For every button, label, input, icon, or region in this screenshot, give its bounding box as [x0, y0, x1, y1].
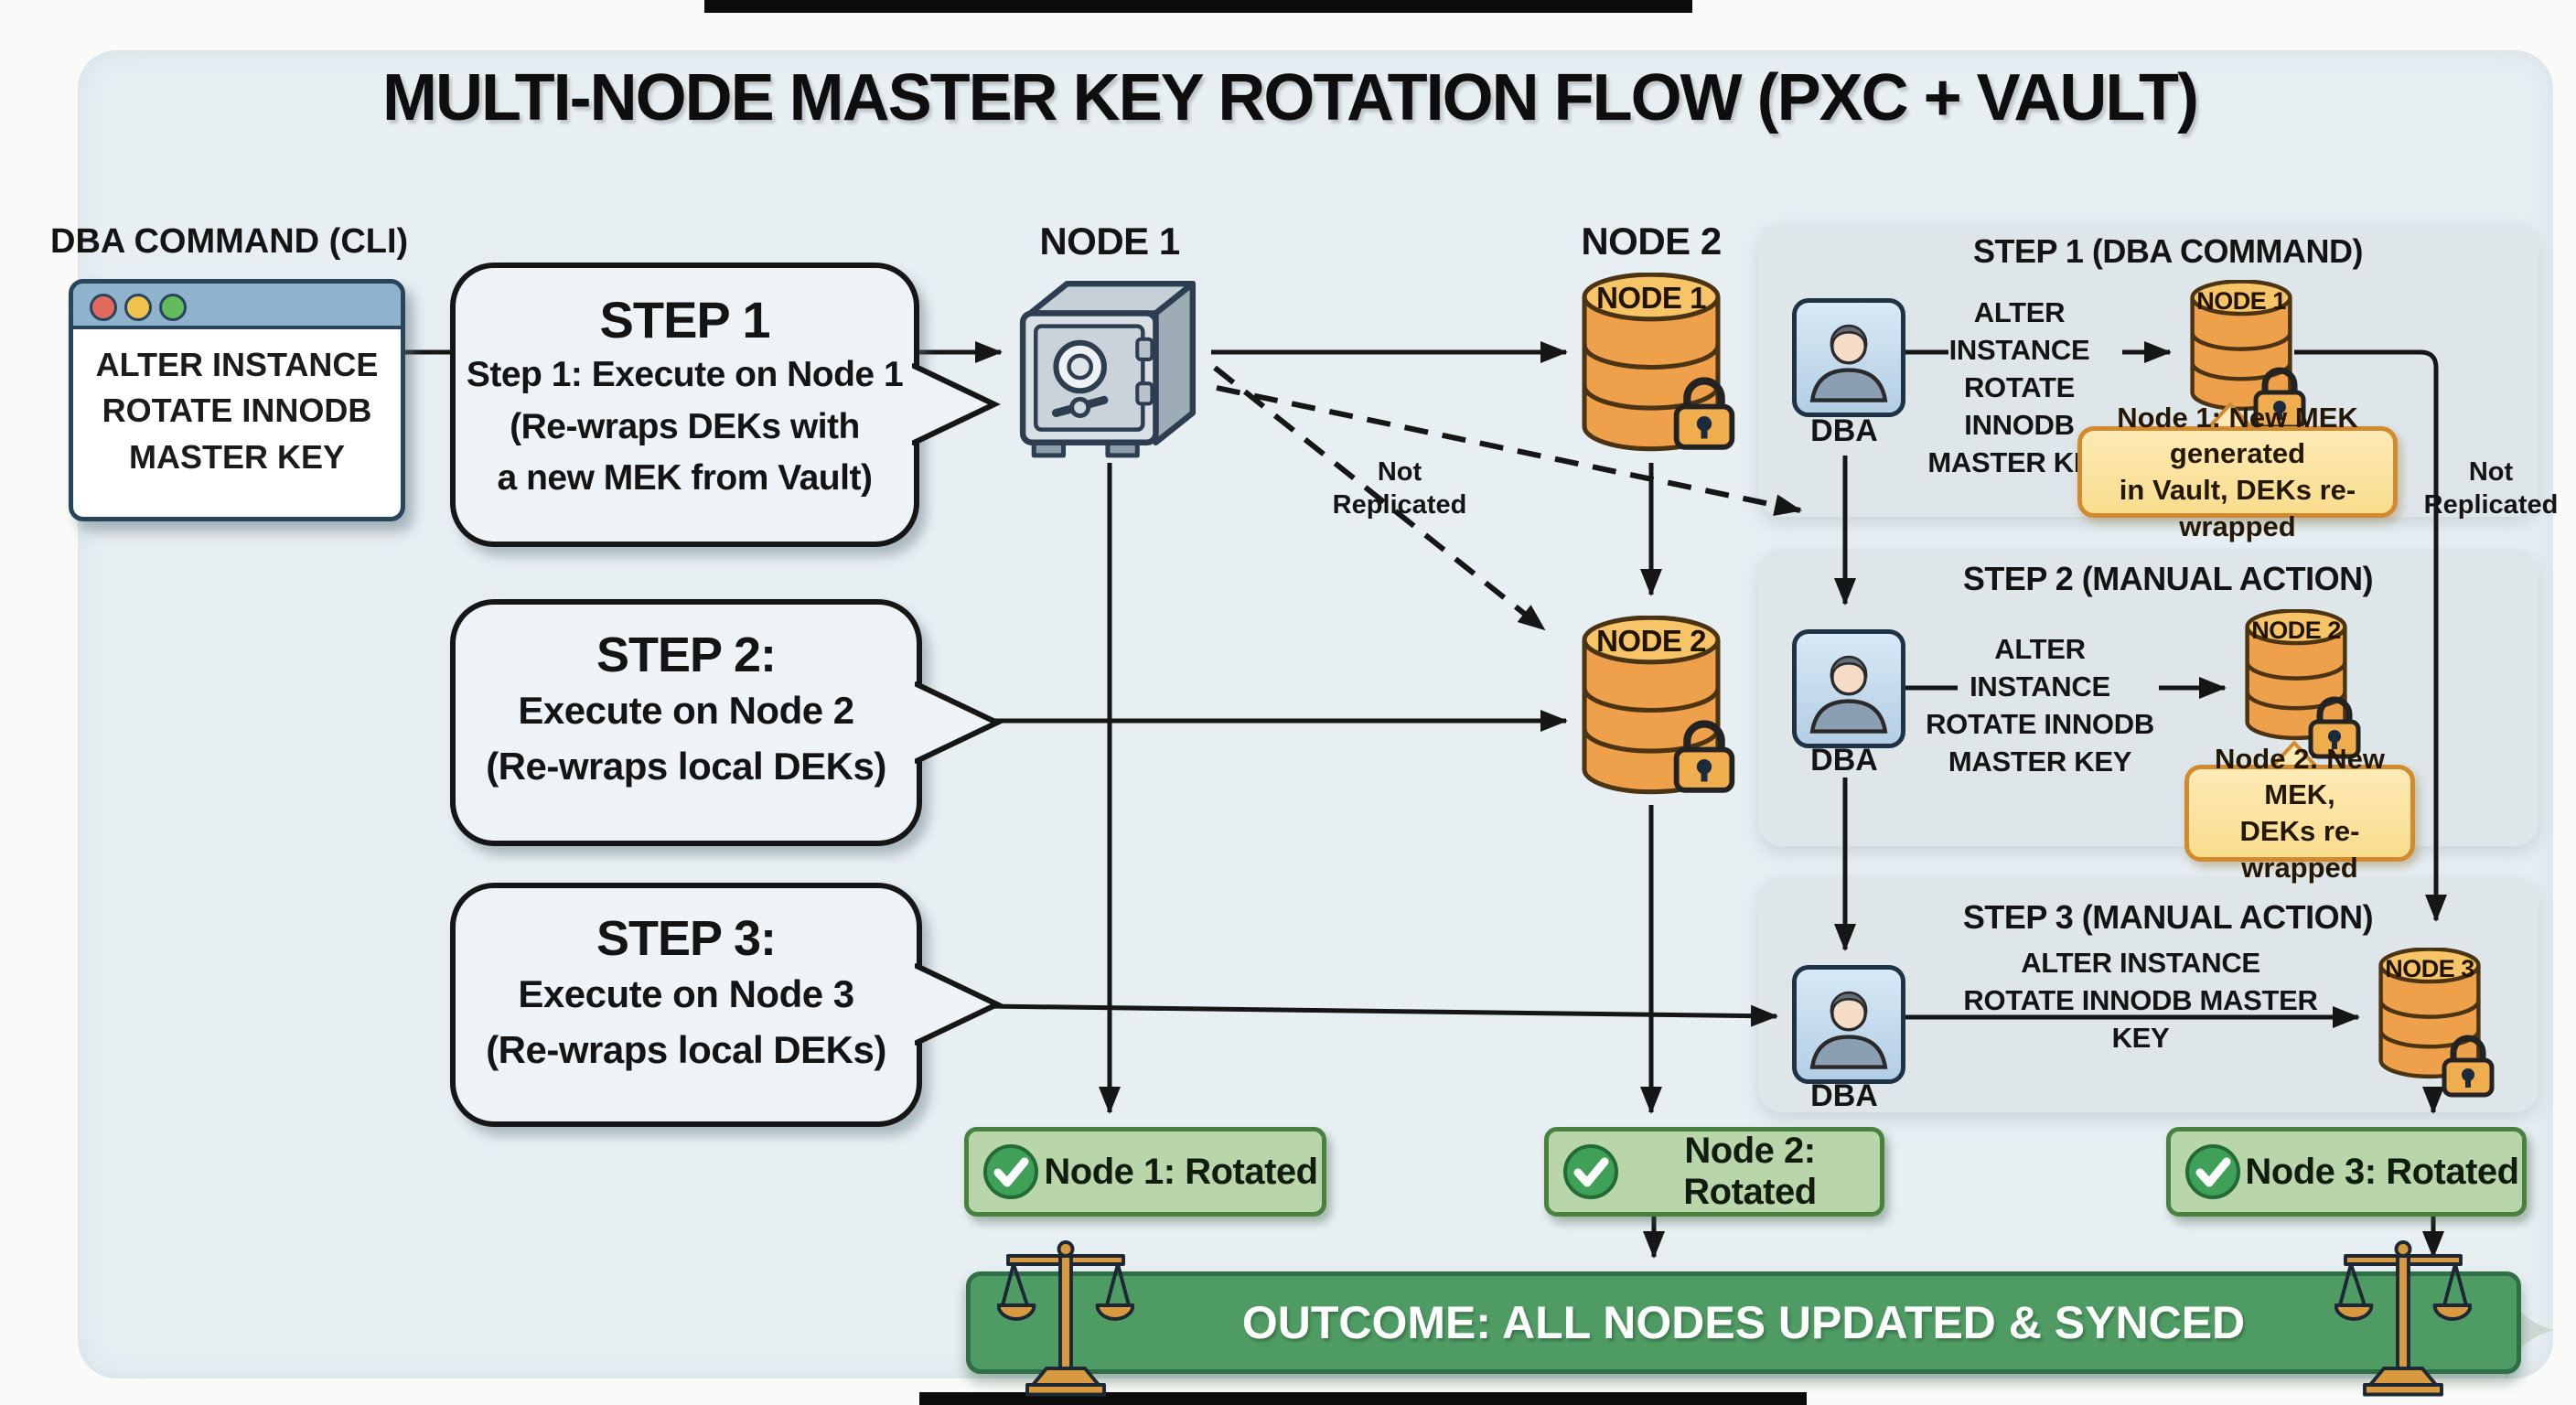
scales-icon-left	[997, 1240, 1134, 1397]
panel-step1-title: STEP 1 (DBA COMMAND)	[1972, 232, 2364, 270]
dba2-person-icon	[1792, 629, 1905, 748]
panel-node2-label: NODE 2	[2251, 617, 2341, 644]
not-replicated-label-main: Not Replicated	[1332, 457, 1467, 520]
cli-command-text: ALTER INSTANCE ROTATE INNODB MASTER KEY	[95, 346, 379, 476]
node2-callout-text: Node 2: New MEK, DEKs re-wrapped	[2214, 742, 2386, 884]
dba1-person-icon	[1792, 298, 1905, 417]
panel-node1-label: NODE 1	[2196, 287, 2286, 315]
check-icon	[983, 1144, 1038, 1199]
step1-bubble: STEP 1 Step 1: Execute on Node 1 (Re-wra…	[450, 263, 919, 547]
cli-window: ALTER INSTANCE ROTATE INNODB MASTER KEY	[69, 279, 405, 521]
page-title: MULTI-NODE MASTER KEY ROTATION FLOW (PXC…	[382, 61, 2199, 134]
panel-node3-padlock-icon	[2442, 1035, 2495, 1098]
check-icon	[1563, 1144, 1618, 1199]
step2-bubble-body: Execute on Node 2 (Re-wraps local DEKs)	[486, 689, 886, 788]
step2-bubble-body-wrap: Execute on Node 2 (Re-wraps local DEKs)	[456, 683, 917, 795]
dba1-label: DBA	[1810, 413, 1878, 448]
panel-step3-command: ALTER INSTANCE ROTATE INNODB MASTER KEY	[1963, 947, 2318, 1054]
window-dot-red-icon	[90, 294, 117, 321]
step2-bubble: STEP 2: Execute on Node 2 (Re-wraps loca…	[450, 599, 922, 846]
top-edge-bar	[704, 0, 1692, 13]
dba-command-label: DBA COMMAND (CLI)	[50, 222, 409, 261]
node2col-db1-padlock-icon	[1673, 377, 1735, 450]
step1-bubble-title: STEP 1	[599, 291, 771, 349]
node1-callout: Node 1: New MEK generated in Vault, DEKs…	[2077, 402, 2398, 542]
panel-node3-label: NODE 3	[2385, 955, 2474, 982]
node3-rotated-text: Node 3: Rotated	[2245, 1151, 2519, 1192]
not-replicated-label-panel: Not Replicated	[2423, 457, 2559, 520]
node2-column-heading: NODE 2	[1581, 220, 1722, 263]
window-dot-yellow-icon	[124, 294, 152, 321]
dba3-person-icon	[1792, 965, 1905, 1084]
outcome-banner: OUTCOME: ALL NODES UPDATED & SYNCED	[966, 1271, 2521, 1374]
step3-bubble: STEP 3: Execute on Node 3 (Re-wraps loca…	[450, 883, 922, 1127]
panel-step1-command: ALTER INSTANCE ROTATE INNODB MASTER KEY	[1927, 296, 2111, 478]
node1-rotated-text: Node 1: Rotated	[1044, 1151, 1318, 1192]
step1-bubble-body: Step 1: Execute on Node 1 (Re-wraps DEKs…	[466, 355, 904, 499]
node1-column-heading: NODE 1	[1039, 220, 1180, 263]
panel-node2-database-icon	[2245, 609, 2347, 741]
panel-node2-padlock-icon	[2308, 696, 2361, 759]
panel-step2-title: STEP 2 (MANUAL ACTION)	[1962, 560, 2374, 597]
step3-bubble-title: STEP 3:	[596, 911, 777, 966]
node2-rotated-text: Node 2: Rotated	[1683, 1131, 1817, 1212]
outcome-banner-text: OUTCOME: ALL NODES UPDATED & SYNCED	[1241, 1297, 2246, 1348]
panel-step3-title: STEP 3 (MANUAL ACTION)	[1962, 898, 2374, 936]
step2-bubble-title: STEP 2:	[596, 627, 777, 682]
scales-icon-right	[2334, 1240, 2472, 1397]
dba2-label: DBA	[1810, 743, 1878, 778]
panel-node1-padlock-icon	[2253, 367, 2306, 430]
node2-rotated-badge: Node 2: Rotated	[1544, 1127, 1884, 1217]
cli-window-titlebar	[73, 284, 401, 329]
step1-bubble-tail	[912, 363, 1001, 445]
node2col-db1-label: NODE 1	[1596, 281, 1706, 315]
step3-bubble-tail	[915, 963, 1004, 1046]
dba3-label: DBA	[1810, 1078, 1878, 1113]
check-icon	[2185, 1144, 2240, 1199]
step3-bubble-body-wrap: Execute on Node 3 (Re-wraps local DEKs)	[456, 967, 917, 1078]
step2-bubble-tail	[915, 681, 1004, 764]
node3-rotated-badge: Node 3: Rotated	[2166, 1127, 2527, 1217]
node2-callout: Node 2: New MEK, DEKs re-wrapped	[2184, 743, 2415, 884]
step3-bubble-body: Execute on Node 3 (Re-wraps local DEKs)	[486, 972, 886, 1071]
vault-safe-icon	[1019, 280, 1197, 458]
node1-rotated-badge: Node 1: Rotated	[964, 1127, 1326, 1217]
node1-callout-text: Node 1: New MEK generated in Vault, DEKs…	[2117, 401, 2358, 542]
node2col-db2-padlock-icon	[1673, 720, 1735, 793]
bottom-edge-bar	[919, 1392, 1807, 1405]
node2col-db2-label: NODE 2	[1596, 624, 1706, 658]
panel-step2-command: ALTER INSTANCE ROTATE INNODB MASTER KEY	[1926, 633, 2154, 778]
window-dot-green-icon	[159, 294, 187, 321]
